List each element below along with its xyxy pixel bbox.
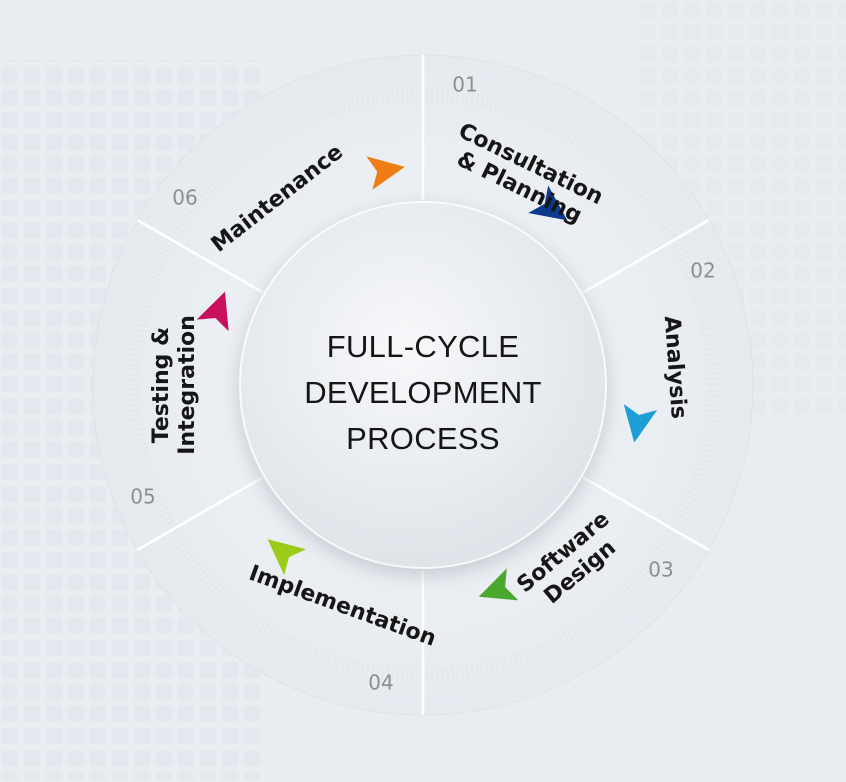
step-number-3: 03 bbox=[648, 557, 673, 581]
arrow-markers bbox=[196, 156, 658, 601]
divider-line-5 bbox=[136, 476, 264, 552]
step-label-5: Testing &Integration bbox=[149, 315, 200, 455]
step-arrow-1 bbox=[528, 185, 568, 221]
divider-lines bbox=[136, 55, 710, 715]
divider-line-3 bbox=[582, 476, 710, 552]
step-label-5-line-1: Testing & bbox=[149, 327, 174, 443]
step-arrow-6 bbox=[366, 156, 405, 190]
step-arrow-4 bbox=[267, 539, 307, 576]
step-number-1: 01 bbox=[452, 72, 477, 96]
center-title-line-3: PROCESS bbox=[346, 421, 500, 456]
center-hub bbox=[240, 202, 606, 568]
step-label-5-line-2: Integration bbox=[175, 315, 200, 455]
step-number-4: 04 bbox=[368, 671, 393, 695]
step-arrow-3 bbox=[478, 568, 519, 601]
step-arrow-5 bbox=[196, 291, 229, 332]
divider-line-2 bbox=[582, 218, 710, 294]
step-number-6: 06 bbox=[172, 186, 197, 210]
divider-line-6 bbox=[136, 218, 264, 294]
step-number-5: 05 bbox=[130, 485, 155, 509]
step-arrow-2 bbox=[623, 404, 658, 443]
center-title-line-2: DEVELOPMENT bbox=[304, 375, 542, 410]
center-title-line-1: FULL-CYCLE bbox=[326, 329, 520, 364]
center-title: FULL-CYCLE DEVELOPMENT PROCESS bbox=[243, 318, 603, 468]
step-numbers: 01 02 03 04 05 06 bbox=[130, 72, 715, 694]
step-number-2: 02 bbox=[690, 258, 715, 282]
center-hub-rim bbox=[239, 201, 607, 569]
